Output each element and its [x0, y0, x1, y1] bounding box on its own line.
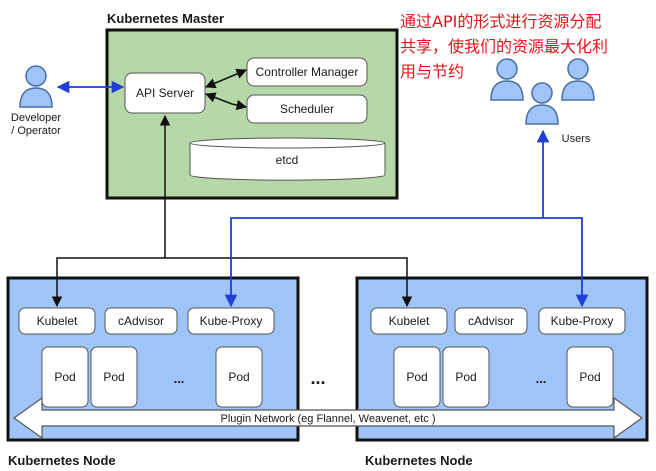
pod-label: Pod	[406, 370, 427, 384]
users-label: Users	[562, 133, 591, 145]
pod-box: Pod	[442, 346, 490, 408]
pod-label: Pod	[228, 370, 249, 384]
kubernetes-node-right: Kubernetes Node Kubelet cAdvisor Kube-Pr…	[355, 276, 649, 468]
operator-label: / Operator	[11, 125, 61, 137]
kubelet-label: Kubelet	[389, 314, 430, 328]
scheduler-label: Scheduler	[280, 102, 334, 116]
etcd-label: etcd	[276, 153, 299, 167]
annotation-line-3: 用与节约	[400, 62, 464, 81]
pod-label: Pod	[455, 370, 476, 384]
api-controller-link	[205, 68, 247, 89]
pod-box: Pod	[566, 346, 614, 408]
etcd-cylinder: etcd	[189, 137, 386, 181]
cadvisor-label: cAdvisor	[118, 314, 164, 328]
pod-label: Pod	[579, 370, 600, 384]
pod-box: Pod	[215, 346, 263, 408]
controller-manager-box: Controller Manager	[246, 57, 368, 87]
kubernetes-master: Kubernetes Master API Server Controller …	[105, 11, 399, 200]
kube-proxy-box: Kube-Proxy	[187, 307, 275, 335]
controller-manager-label: Controller Manager	[256, 65, 359, 79]
pod-label: Pod	[103, 370, 124, 384]
node-title-left: Kubernetes Node	[8, 453, 116, 468]
pod-box: Pod	[90, 346, 138, 408]
pod-box: Pod	[393, 346, 441, 408]
annotation-note: 通过API的形式进行资源分配 共享，使我们的资源最大化利 用与节约	[400, 12, 608, 81]
more-nodes-ellipsis: ...	[310, 368, 325, 388]
kubelet-label: Kubelet	[37, 314, 78, 328]
plugin-network-arrow: Plugin Network (eg Flannel, Weavenet, et…	[12, 396, 644, 440]
master-title: Kubernetes Master	[107, 11, 224, 26]
plugin-network-label: Plugin Network (eg Flannel, Weavenet, et…	[220, 413, 435, 425]
pod-box: Pod	[41, 346, 89, 408]
users-group: Users	[490, 58, 595, 145]
kubelet-box: Kubelet	[370, 307, 448, 335]
developer-operator: Developer / Operator	[11, 65, 61, 137]
pods-ellipsis: ...	[536, 371, 547, 386]
api-server-box: API Server	[124, 72, 206, 114]
api-server-label: API Server	[136, 86, 194, 100]
kube-proxy-label: Kube-Proxy	[551, 314, 614, 328]
user-person-icon	[561, 58, 595, 101]
annotation-line-1: 通过API的形式进行资源分配	[400, 12, 601, 31]
user-person-icon	[490, 58, 524, 101]
kube-proxy-label: Kube-Proxy	[200, 314, 263, 328]
scheduler-box: Scheduler	[246, 94, 368, 124]
kubernetes-node-left: Kubernetes Node Kubelet cAdvisor Kube-Pr…	[6, 276, 300, 468]
developer-label: Developer	[11, 112, 61, 124]
kube-proxy-box: Kube-Proxy	[538, 307, 626, 335]
pod-label: Pod	[54, 370, 75, 384]
user-person-icon	[525, 82, 559, 125]
node-title-right: Kubernetes Node	[365, 453, 473, 468]
developer-person-icon	[19, 65, 53, 108]
pods-ellipsis: ...	[174, 371, 185, 386]
cadvisor-label: cAdvisor	[468, 314, 514, 328]
kubelet-box: Kubelet	[18, 307, 96, 335]
api-scheduler-link	[205, 92, 248, 111]
users-to-proxies-link	[224, 217, 589, 308]
cadvisor-box: cAdvisor	[454, 307, 528, 335]
api-to-kubelets-link	[51, 257, 413, 308]
annotation-line-2: 共享，使我们的资源最大化利	[400, 37, 608, 56]
cadvisor-box: cAdvisor	[104, 307, 178, 335]
